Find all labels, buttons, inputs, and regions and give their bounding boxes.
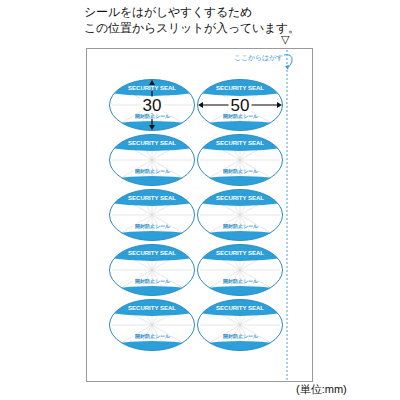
arrow-head [149, 125, 155, 130]
seal-subtitle: 開封防止シール [134, 279, 171, 284]
seal-oval: SECURITY SEAL 開封防止シール [197, 189, 283, 241]
seal-outline [110, 135, 195, 186]
seal-outline [110, 300, 195, 351]
seal-oval: SECURITY SEAL 開封防止シール [109, 244, 195, 296]
unit-note: (単位:mm) [296, 384, 347, 395]
seal-outline [110, 245, 195, 296]
dimension-height: 30 [141, 97, 164, 114]
seal-oval: SECURITY SEAL 開封防止シール [109, 299, 195, 351]
seal-oval: SECURITY SEAL 開封防止シール [197, 134, 283, 186]
seal-outline [198, 245, 283, 296]
peel-note: ここからはがす [233, 54, 284, 61]
seal-title: SECURITY SEAL [127, 140, 177, 146]
seal-sheet: SECURITY SEAL開封防止シール30SECURITY SEAL開封防止シ… [86, 48, 313, 382]
seal-outline [110, 80, 195, 131]
seal-subtitle: 開封防止シール [222, 334, 259, 339]
note: シールをはがしやすくするため この位置からスリットが入っています。 [84, 4, 334, 36]
seal-subtitle: 開封防止シール [222, 224, 259, 229]
seal-subtitle: 開封防止シール [222, 279, 259, 284]
seal-title: SECURITY SEAL [215, 85, 265, 91]
seal-oval: SECURITY SEAL 開封防止シール50 [197, 79, 283, 131]
seal-title: SECURITY SEAL [127, 85, 177, 91]
seal-subtitle: 開封防止シール [222, 114, 259, 119]
seal-subtitle: 開封防止シール [134, 169, 171, 174]
arrow-head [277, 102, 282, 108]
seal-title: SECURITY SEAL [127, 250, 177, 256]
seal-oval: SECURITY SEAL 開封防止シール30 [109, 79, 195, 131]
seal-oval: SECURITY SEAL 開封防止シール [109, 134, 195, 186]
seal-title: SECURITY SEAL [215, 250, 265, 256]
seal-outline [198, 190, 283, 241]
seal-title: SECURITY SEAL [215, 305, 265, 311]
slit-line [287, 50, 288, 380]
dimension-width: 50 [229, 97, 252, 114]
slit-marker: ▽ [281, 34, 289, 45]
seal-title: SECURITY SEAL [215, 195, 265, 201]
seal-title: SECURITY SEAL [127, 195, 177, 201]
seal-title: SECURITY SEAL [127, 305, 177, 311]
seal-oval: SECURITY SEAL 開封防止シール [109, 189, 195, 241]
seal-outline [198, 80, 283, 131]
seal-subtitle: 開封防止シール [134, 334, 171, 339]
seal-title: SECURITY SEAL [215, 140, 265, 146]
arrow-head [198, 102, 203, 108]
seal-subtitle: 開封防止シール [134, 224, 171, 229]
seal-oval: SECURITY SEAL 開封防止シール [197, 244, 283, 296]
seal-outline [110, 190, 195, 241]
seal-oval: SECURITY SEAL 開封防止シール [197, 299, 283, 351]
seal-outline [198, 300, 283, 351]
seal-outline [198, 135, 283, 186]
seal-subtitle: 開封防止シール [222, 169, 259, 174]
seal-subtitle: 開封防止シール [134, 114, 171, 119]
peel-arrow-head [285, 65, 289, 70]
